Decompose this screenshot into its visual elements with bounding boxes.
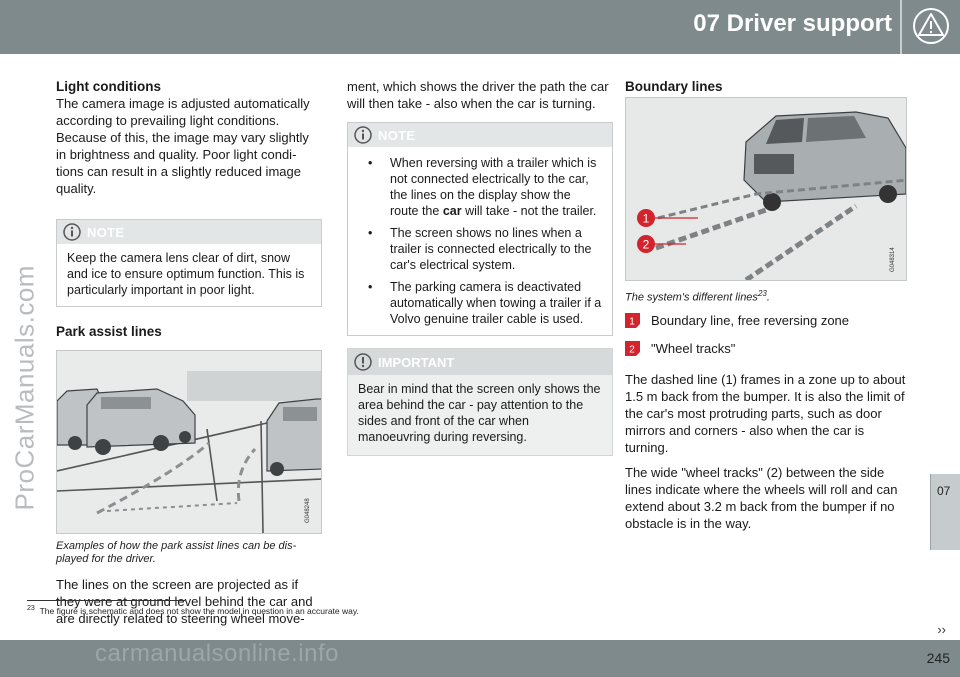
legend-item-2: 2 "Wheel tracks"	[625, 340, 907, 363]
header-bar: 07 Driver support	[0, 0, 960, 54]
important-header: IMPORTANT	[348, 349, 612, 375]
important-label: IMPORTANT	[378, 355, 455, 370]
park-assist-figure: G048248	[56, 350, 322, 534]
legend-item-1: 1 Boundary line, free reversing zone	[625, 312, 907, 335]
callout-1-marker	[637, 209, 655, 227]
chapter-title: 07 Driver support	[693, 10, 892, 37]
column-1: Light conditions The camera image is adj…	[56, 78, 322, 627]
bullet-item: • The parking camera is deactivated auto…	[364, 279, 602, 327]
footnote: 23 The figure is schematic and does not …	[27, 604, 359, 616]
note-header: NOTE	[57, 220, 321, 244]
info-icon	[354, 126, 372, 144]
footnote-ref[interactable]: 23	[757, 289, 767, 298]
caption-text: The system's different lines	[625, 291, 758, 304]
column-3: Boundary lines 1 2 G048314 The system's …	[625, 78, 907, 532]
figure-code: G048248	[305, 498, 311, 523]
site-watermark: carmanualsonline.info	[95, 640, 339, 667]
bullet-item: • When reversing with a trailer which is…	[364, 155, 602, 219]
note-header: NOTE	[348, 123, 612, 147]
continued-text: ment, which shows the driver the path th…	[347, 79, 609, 111]
footnote-text: The figure is schematic and does not sho…	[39, 605, 359, 616]
number-2-badge-icon: 2	[625, 340, 640, 356]
note-text: Keep the camera lens clear of dirt, snow…	[67, 251, 305, 297]
info-icon	[63, 223, 81, 241]
number-1-badge-icon: 1	[625, 312, 640, 328]
light-conditions-heading: Light conditions	[56, 79, 161, 94]
note-body: • When reversing with a trailer which is…	[348, 147, 612, 335]
note-bullet-list: • When reversing with a trailer which is…	[358, 155, 602, 327]
boundary-paragraph-1: The dashed line (1) frames in a zone up …	[625, 371, 906, 455]
legend-text: Boundary line, free reversing zone	[651, 312, 850, 328]
warning-triangle-icon	[913, 8, 949, 44]
bullet-text: The parking camera is deactivated automa…	[390, 280, 602, 326]
steering-text: The lines on the screen are projected as…	[56, 577, 313, 626]
important-box: IMPORTANT Bear in mind that the screen o…	[347, 348, 613, 456]
footnote-number: 23	[27, 604, 35, 612]
park-assist-illustration: G048248	[57, 351, 321, 533]
chapter-side-tab[interactable]: 07	[930, 474, 960, 550]
park-assist-caption: Examples of how the park assist lines ca…	[56, 540, 297, 565]
bullet-dot-icon: •	[368, 226, 373, 240]
figure-code: G048314	[890, 247, 896, 272]
light-conditions-text: The camera image is adjusted automatical…	[56, 96, 310, 196]
bullet-text: will take - not the trailer.	[461, 204, 597, 218]
page-number: 245	[926, 650, 950, 666]
bullet-dot-icon: •	[368, 280, 373, 294]
warning-box	[900, 0, 960, 54]
svg-text:1: 1	[629, 316, 635, 327]
side-watermark: ProCarManuals.com	[9, 265, 40, 511]
next-page-arrows-icon[interactable]: ››	[937, 622, 946, 637]
callout-1-label: 1	[643, 212, 650, 226]
boundary-caption: The system's different lines23.	[625, 289, 770, 304]
callout-2-marker	[637, 235, 655, 253]
park-assist-heading: Park assist lines	[56, 324, 162, 339]
note-box-camera: NOTE Keep the camera lens clear of dirt,…	[56, 219, 322, 307]
bullet-text: When reversing with a trailer which is n…	[390, 156, 597, 218]
bullet-dot-icon: •	[368, 156, 373, 170]
bullet-bold-text: car	[442, 204, 462, 218]
boundary-lines-heading: Boundary lines	[625, 79, 723, 94]
svg-text:2: 2	[629, 344, 635, 355]
note-label: NOTE	[378, 128, 416, 143]
callout-2-label: 2	[643, 238, 650, 252]
bullet-item: • The screen shows no lines when a trail…	[364, 225, 602, 273]
important-text: Bear in mind that the screen only shows …	[358, 382, 601, 444]
column-2: ment, which shows the driver the path th…	[347, 78, 613, 456]
boundary-figure: 1 2 G048314	[625, 97, 907, 281]
legend-text: "Wheel tracks"	[651, 340, 736, 356]
exclamation-icon	[354, 353, 372, 371]
footer-bar: ›› 245	[0, 622, 960, 677]
side-tab-label: 07	[937, 484, 951, 498]
boundary-paragraph-2: The wide "wheel tracks" (2) between the …	[625, 464, 898, 531]
bullet-text: The screen shows no lines when a trailer…	[390, 226, 592, 272]
boundary-illustration: 1 2 G048314	[626, 98, 906, 280]
footnote-divider	[27, 600, 185, 601]
note-label: NOTE	[87, 225, 125, 240]
note-box-trailer: NOTE • When reversing with a trailer whi…	[347, 122, 613, 336]
